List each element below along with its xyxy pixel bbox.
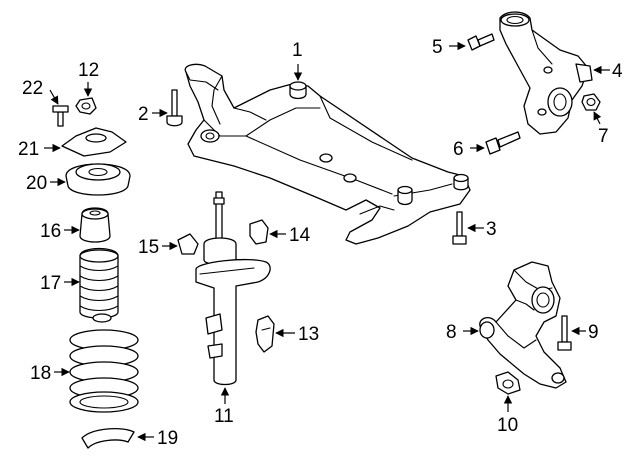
callout-18: 18 [30,363,51,384]
mount-plate-drawing [61,127,127,157]
nut-7-drawing [581,93,601,111]
steering-knuckle-drawing [499,11,593,135]
callout-2: 2 [138,104,149,125]
bolt-6-drawing [485,131,521,155]
bump-stop-drawing [79,207,111,243]
callout-10: 10 [497,415,518,436]
callout-7: 7 [598,126,609,147]
clip-15-drawing [177,233,199,255]
leader-22 [49,89,59,105]
leader-lines [44,41,610,442]
callout-11: 11 [214,406,234,427]
callout-15: 15 [138,237,159,258]
callout-14: 14 [289,225,311,246]
bolt-22-drawing [52,105,69,127]
bracket-13-drawing [255,315,275,353]
callout-8: 8 [446,322,457,343]
callout-9: 9 [588,322,599,343]
callout-13: 13 [298,324,319,345]
callout-6: 6 [453,139,464,160]
bolt-2-drawing [166,89,183,127]
clip-14-drawing [249,219,269,245]
strut-drawing [195,191,271,386]
bracket-10-drawing [495,371,521,395]
callout-16: 16 [40,221,61,242]
spring-seat-19-drawing [81,427,135,449]
leader-7 [593,111,602,125]
callout-numbers: 1 2 3 4 5 6 7 8 9 10 11 12 13 14 15 16 1… [18,37,623,449]
bolt-9-drawing [557,315,572,351]
subframe-drawing [184,63,471,245]
callout-5: 5 [432,37,443,58]
callout-22: 22 [22,78,43,99]
callout-20: 20 [26,173,47,194]
callout-4: 4 [612,61,623,82]
callout-3: 3 [486,219,497,240]
callout-17: 17 [40,273,61,294]
callout-21: 21 [18,139,39,160]
callout-1: 1 [292,40,303,61]
callout-19: 19 [157,428,178,449]
upper-mount-drawing [65,163,131,196]
bolt-5-drawing [467,33,495,51]
coil-spring-drawing [69,313,139,413]
callout-12: 12 [78,60,99,81]
nut-12-drawing [75,97,97,115]
bolt-3-drawing [452,211,467,245]
dust-boot-drawing [79,247,119,319]
lower-control-arm-drawing [479,261,567,389]
